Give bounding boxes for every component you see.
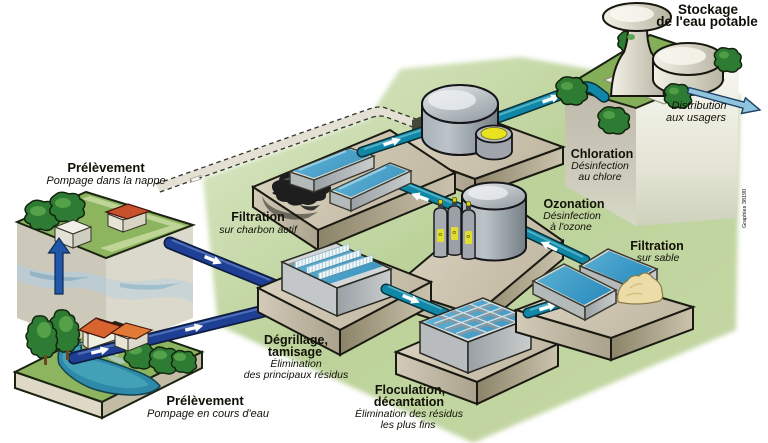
svg-text:Graphies 38190: Graphies 38190 xyxy=(742,189,748,228)
svg-text:Chloration: Chloration xyxy=(571,147,634,161)
svg-text:Prélèvement: Prélèvement xyxy=(67,160,145,175)
svg-text:Élimination des résidus: Élimination des résidus xyxy=(355,407,464,420)
svg-text:sur sable: sur sable xyxy=(637,252,680,264)
svg-text:Désinfection: Désinfection xyxy=(571,160,629,172)
svg-text:Désinfection: Désinfection xyxy=(543,210,601,222)
svg-text:les plus fins: les plus fins xyxy=(381,419,437,431)
svg-text:Pompage en cours d'eau: Pompage en cours d'eau xyxy=(147,408,269,420)
svg-text:Élimination: Élimination xyxy=(270,357,322,370)
svg-text:au chlore: au chlore xyxy=(578,171,621,183)
svg-text:Dégrillage,: Dégrillage, xyxy=(264,333,328,347)
svg-text:O: O xyxy=(467,234,471,239)
svg-text:tamisage: tamisage xyxy=(268,345,322,359)
svg-text:à l'ozone: à l'ozone xyxy=(550,221,592,233)
svg-text:Floculation,: Floculation, xyxy=(375,383,445,397)
svg-text:Prélèvement: Prélèvement xyxy=(166,393,244,408)
svg-text:Filtration: Filtration xyxy=(231,210,284,224)
svg-text:Filtration: Filtration xyxy=(630,239,683,253)
svg-text:Distribution: Distribution xyxy=(671,100,726,112)
svg-text:Ozonation: Ozonation xyxy=(543,197,604,211)
svg-text:des principaux résidus: des principaux résidus xyxy=(244,369,349,381)
svg-text:de l'eau potable: de l'eau potable xyxy=(656,14,758,29)
svg-text:O: O xyxy=(439,232,443,237)
svg-text:Stockage: Stockage xyxy=(678,2,739,17)
svg-text:sur charbon actif: sur charbon actif xyxy=(219,224,298,236)
svg-text:Pompage dans la nappe: Pompage dans la nappe xyxy=(46,175,165,187)
svg-text:aux usagers: aux usagers xyxy=(666,112,726,124)
svg-text:O: O xyxy=(453,230,457,235)
svg-text:décantation: décantation xyxy=(374,395,444,409)
